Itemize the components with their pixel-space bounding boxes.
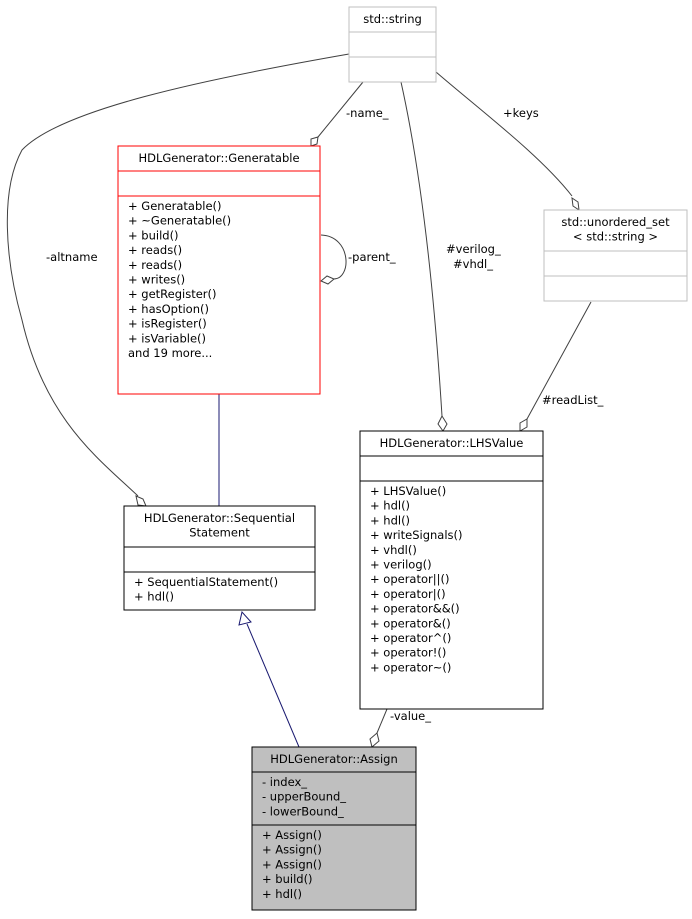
class-box-frame: [348, 6, 437, 83]
class-method: + reads(): [128, 243, 182, 257]
class-method: + build(): [128, 228, 179, 242]
class-method: + operator~(): [370, 660, 451, 674]
assoc-parent: [320, 234, 347, 280]
class-method: + verilog(): [370, 558, 432, 572]
diamond-altname: [135, 495, 147, 507]
class-method: + hdl(): [262, 887, 302, 901]
class-method: and 19 more...: [128, 346, 212, 360]
assoc-keys: [435, 71, 573, 197]
class-attribute: - lowerBound_: [262, 804, 344, 818]
diamond-verilog-vhdl: [437, 414, 448, 432]
class-method: + isVariable(): [128, 331, 206, 345]
class-attribute: - upperBound_: [262, 790, 346, 804]
class-attribute: - index_: [262, 775, 307, 789]
edges: [6, 53, 592, 748]
class-title: HDLGenerator::Assign: [270, 752, 398, 766]
class-method: + vhdl(): [370, 543, 417, 557]
class-title: Statement: [189, 526, 250, 540]
class-box-frame: [117, 145, 321, 395]
class-generatable[interactable]: HDLGenerator::Generatable+ Generatable()…: [117, 145, 321, 395]
class-title: HDLGenerator::Sequential: [144, 511, 295, 525]
assoc-name: [317, 81, 364, 138]
class-title: std::string: [363, 12, 422, 26]
class-method: + operator^(): [370, 631, 451, 645]
class-method: + LHSValue(): [370, 484, 446, 498]
class-method: + Generatable(): [128, 199, 222, 213]
class-std-string[interactable]: std::string: [348, 6, 437, 83]
class-method: + operator|(): [370, 587, 446, 601]
inheritance-assign-sequential: [246, 623, 300, 748]
class-method: + operator&&(): [370, 602, 460, 616]
class-method: + build(): [262, 872, 313, 886]
class-lhsvalue[interactable]: HDLGenerator::LHSValue+ LHSValue()+ hdl(…: [359, 430, 544, 710]
class-method: + isRegister(): [128, 317, 207, 331]
class-method: + operator&(): [370, 616, 451, 630]
label-vhdl: #vhdl_: [453, 257, 493, 271]
class-title: std::unordered_set: [561, 215, 670, 229]
class-box-frame: [123, 505, 316, 611]
label-altname: -altname: [46, 250, 98, 264]
diamond-parent: [320, 275, 335, 285]
class-box-frame: [251, 746, 417, 911]
label-keys: +keys: [503, 106, 539, 120]
class-method: + hdl(): [370, 513, 410, 527]
class-method: + hasOption(): [128, 302, 209, 316]
class-title: < std::string >: [573, 230, 658, 244]
class-method: + operator!(): [370, 646, 446, 660]
assoc-readlist: [526, 301, 592, 420]
class-method: + Assign(): [262, 843, 322, 857]
edge-labels: -name_ +keys -altname -parent_ #verilog_…: [46, 106, 604, 723]
class-method: + writeSignals(): [370, 528, 463, 542]
diamond-keys: [571, 196, 580, 212]
class-method: + reads(): [128, 258, 182, 272]
class-method: + writes(): [128, 273, 185, 287]
class-method: + Assign(): [262, 857, 322, 871]
label-name: -name_: [346, 106, 389, 120]
diamond-name: [310, 136, 319, 147]
label-readlist: #readList_: [542, 393, 604, 407]
class-method: + hdl(): [370, 499, 410, 513]
label-value: -value_: [390, 709, 431, 723]
diamond-readlist: [519, 418, 528, 432]
class-title: HDLGenerator::LHSValue: [380, 436, 524, 450]
class-method: + getRegister(): [128, 287, 217, 301]
assoc-verilog-vhdl: [400, 81, 443, 417]
class-unordered-set[interactable]: std::unordered_set< std::string >: [543, 209, 688, 302]
class-box-frame: [543, 209, 688, 302]
diamond-value: [369, 732, 380, 748]
class-method: + ~Generatable(): [128, 214, 231, 228]
class-method: + Assign(): [262, 828, 322, 842]
assoc-altname: [6, 53, 350, 497]
label-parent: -parent_: [348, 250, 396, 264]
class-assign[interactable]: HDLGenerator::Assign- index_- upperBound…: [251, 746, 417, 911]
class-method: + SequentialStatement(): [134, 575, 278, 589]
class-method: + operator||(): [370, 572, 449, 586]
class-title: HDLGenerator::Generatable: [138, 151, 299, 165]
class-box-frame: [359, 430, 544, 710]
class-sequential-statement[interactable]: HDLGenerator::SequentialStatement+ Seque…: [123, 505, 316, 611]
inheritance-arrow-sequential: [238, 610, 252, 626]
class-method: + hdl(): [134, 590, 174, 604]
label-verilog: #verilog_: [446, 242, 501, 256]
